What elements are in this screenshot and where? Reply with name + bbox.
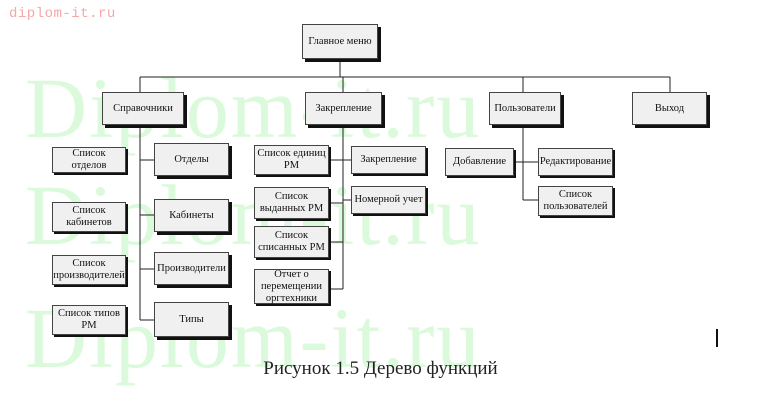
node-dobavlenie: Добавление [445,148,514,176]
node-otdely: Отделы [154,143,229,176]
node-spisok-polzovateley: Список пользователей [538,186,613,216]
node-spisok-proizvoditeley: Список производителей [52,255,126,285]
text-cursor [716,329,718,347]
node-proizvoditeli: Производители [154,252,229,285]
watermark-text: Diplom-it.ru [25,60,482,156]
node-kabinety: Кабинеты [154,199,229,232]
node-main-menu: Главное меню [302,24,378,59]
node-spisok-edinic: Список единиц РМ [254,145,329,175]
node-spisok-spisannyh: Список списанных РМ [254,226,329,258]
node-polzovateli: Пользователи [489,92,561,125]
node-spisok-vydannyh: Список выданных РМ [254,187,329,219]
watermark-site: diplom-it.ru [9,6,116,22]
node-vyhod: Выход [632,92,707,125]
node-zakreplenie: Закрепление [305,92,382,125]
node-spisok-tipov: Список типов РМ [52,305,126,335]
node-spravochniki: Справочники [102,92,184,125]
node-zakreplenie-item: Закрепление [351,146,426,174]
node-otchet: Отчет о перемещении оргтехники [254,269,329,304]
node-nomernoy-uchet: Номерной учет [351,186,426,214]
node-spisok-kabinetov: Список кабинетов [52,202,126,232]
node-tipy: Типы [154,302,229,337]
node-spisok-otdelov: Список отделов [52,147,126,173]
figure-caption: Рисунок 1.5 Дерево функций [263,358,498,379]
node-redaktirovanie: Редактирование [538,148,613,176]
